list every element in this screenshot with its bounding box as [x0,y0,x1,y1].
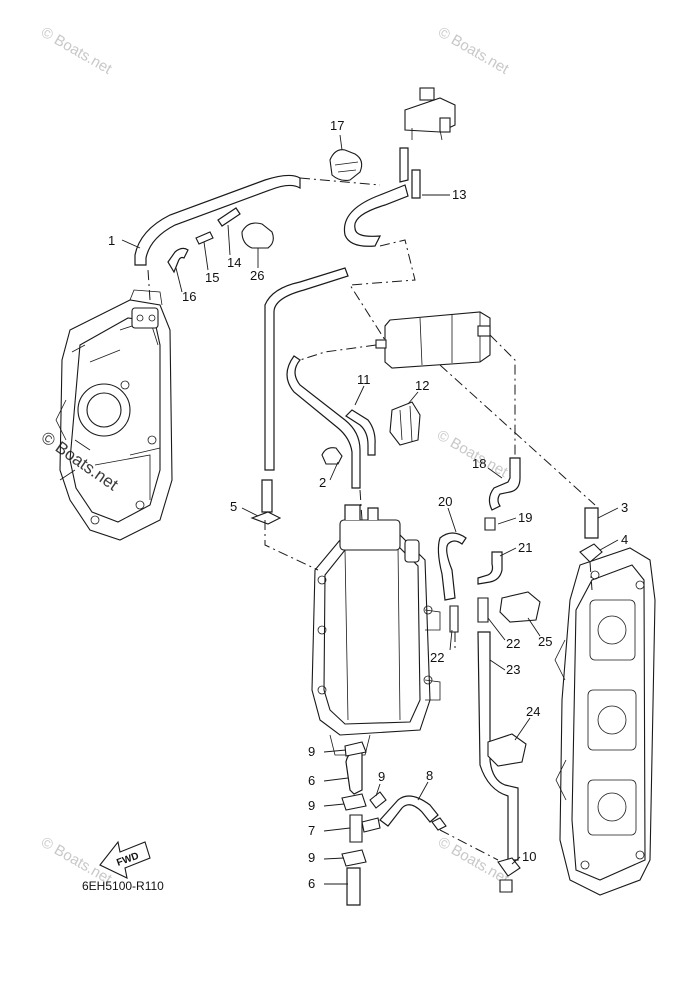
callout-21: 21 [518,540,532,555]
callout-22-left: 22 [430,650,444,665]
callout-12: 12 [415,378,429,393]
hoses [134,147,603,906]
callout-6-lower: 6 [308,876,315,891]
diagram-code: 6EH5100-R110 [82,879,164,893]
callouts: 1 2 3 4 5 6 6 7 8 9 9 9 9 10 11 12 13 14… [108,118,628,891]
fwd-arrow: FWD [99,840,151,879]
callout-9-b: 9 [308,798,315,813]
connection-lines [147,177,596,861]
callout-2: 2 [319,475,326,490]
callout-20: 20 [438,494,452,509]
watermark-middle-right: © Boats.net [434,427,511,481]
watermark-top-right: © Boats.net [435,24,512,78]
callout-9-c: 9 [378,769,385,784]
callout-24: 24 [526,704,540,719]
callout-16: 16 [182,289,196,304]
callout-13: 13 [452,187,466,202]
callout-19: 19 [518,510,532,525]
intake-manifold-left [55,289,173,541]
callout-14: 14 [227,255,241,270]
callout-25: 25 [538,634,552,649]
callout-6-upper: 6 [308,773,315,788]
watermark-top-left: © Boats.net [38,24,115,78]
intake-manifold-right [554,547,656,896]
callout-18: 18 [472,456,486,471]
watermark-middle-left: © Boats.net [38,428,122,495]
callout-23: 23 [506,662,520,677]
callout-3: 3 [621,500,628,515]
callout-11: 11 [357,372,371,387]
callout-22-right: 22 [506,636,520,651]
vapor-separator [311,504,441,756]
lead-lines [121,134,619,885]
callout-4: 4 [621,532,628,547]
callout-8: 8 [426,768,433,783]
callout-9-a: 9 [308,744,315,759]
callout-10: 10 [522,849,536,864]
callout-15: 15 [205,270,219,285]
callout-7: 7 [308,823,315,838]
watermarks: © Boats.net © Boats.net © Boats.net © Bo… [38,24,513,888]
solenoid-valve [404,87,456,141]
callout-26: 26 [250,268,264,283]
canister [375,311,491,369]
callout-9-d: 9 [308,850,315,865]
callout-17: 17 [330,118,344,133]
callout-1: 1 [108,233,115,248]
callout-5: 5 [230,499,237,514]
fwd-arrow-icon [99,840,151,879]
